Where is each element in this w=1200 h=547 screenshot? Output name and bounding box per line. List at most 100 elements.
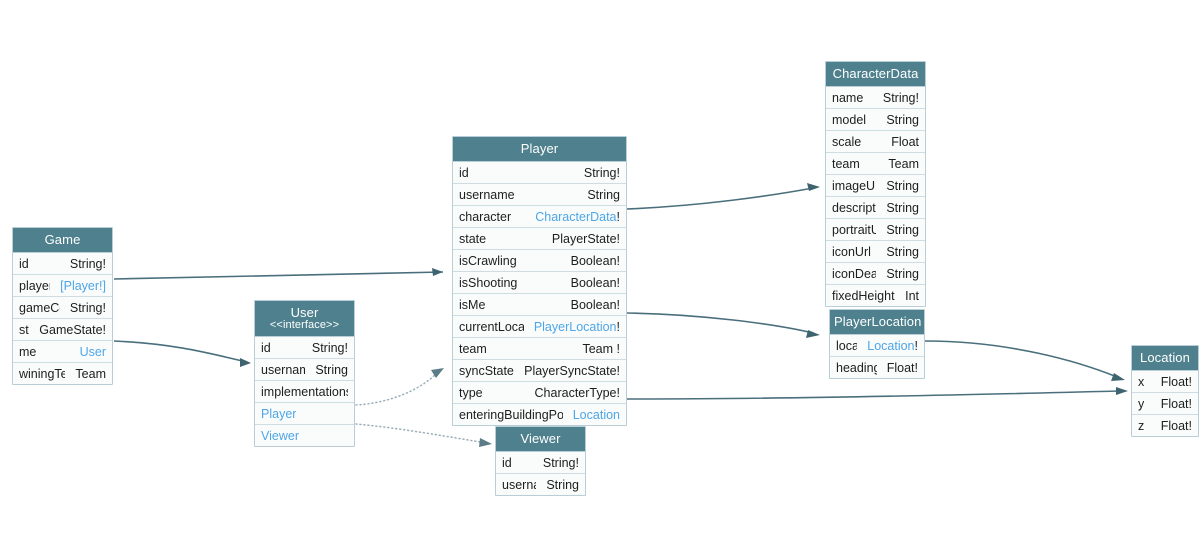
entity-user-title: User <<interface>> bbox=[255, 301, 354, 337]
field-row: iconUrl String bbox=[826, 241, 925, 263]
implementations-label-row: implementations bbox=[255, 381, 354, 403]
field-row: z Float! bbox=[1132, 415, 1198, 436]
field-type-bang: ! bbox=[616, 209, 620, 224]
entity-viewer[interactable]: Viewer id String! username String bbox=[495, 426, 586, 496]
field-row: winingTeam Team bbox=[13, 363, 112, 384]
field-name: isCrawling bbox=[459, 253, 517, 268]
field-row: players [Player!] bbox=[13, 275, 112, 297]
field-row: state GameState! bbox=[13, 319, 112, 341]
field-type: Team bbox=[75, 366, 106, 381]
field-row: team Team ! bbox=[453, 338, 626, 360]
field-name: username bbox=[261, 362, 305, 377]
edge-user-player-impl bbox=[355, 368, 444, 406]
field-type: String bbox=[886, 244, 919, 259]
field-name: players bbox=[19, 278, 50, 293]
field-row: id String! bbox=[13, 253, 112, 275]
field-row: y Float! bbox=[1132, 393, 1198, 415]
field-type: PlayerSyncState! bbox=[524, 363, 620, 378]
field-type: Float bbox=[891, 134, 919, 149]
field-row: enteringBuildingPosition Location bbox=[453, 404, 626, 425]
field-type: Boolean! bbox=[570, 297, 620, 312]
entity-game[interactable]: Game id String! players [Player!] gameCo… bbox=[12, 227, 113, 385]
field-name: scale bbox=[832, 134, 862, 149]
field-row: character CharacterData! bbox=[453, 206, 626, 228]
field-name: y bbox=[1138, 396, 1145, 411]
field-row: imageUrl String bbox=[826, 175, 925, 197]
field-name: team bbox=[832, 156, 860, 171]
field-type: String! bbox=[542, 455, 579, 470]
implementation-row[interactable]: Viewer bbox=[255, 425, 354, 446]
field-type-bang: ! bbox=[914, 338, 918, 353]
field-row: team Team bbox=[826, 153, 925, 175]
field-type: String bbox=[886, 200, 919, 215]
field-type-link[interactable]: User bbox=[79, 344, 106, 359]
entity-location-title: Location bbox=[1132, 346, 1198, 371]
entity-user[interactable]: User <<interface>> id String! username S… bbox=[254, 300, 355, 447]
field-name: winingTeam bbox=[19, 366, 65, 381]
field-name: enteringBuildingPosition bbox=[459, 407, 563, 422]
field-row: description String bbox=[826, 197, 925, 219]
field-row: id String! bbox=[255, 337, 354, 359]
field-name: character bbox=[459, 209, 512, 224]
field-type: Float! bbox=[886, 360, 918, 375]
field-row: syncState PlayerSyncState! bbox=[453, 360, 626, 382]
field-name: id bbox=[261, 340, 271, 355]
field-row: username String bbox=[496, 474, 585, 495]
field-row: currentLocation PlayerLocation! bbox=[453, 316, 626, 338]
field-type-link[interactable]: PlayerLocation! bbox=[534, 320, 620, 334]
field-row: model String bbox=[826, 109, 925, 131]
field-name: z bbox=[1138, 418, 1145, 433]
field-name: x bbox=[1138, 374, 1145, 389]
field-row: type CharacterType! bbox=[453, 382, 626, 404]
implementations-label: implementations bbox=[261, 384, 348, 399]
field-type: Team ! bbox=[582, 341, 620, 356]
field-row: portraitUrl String bbox=[826, 219, 925, 241]
field-type-link-text[interactable]: Location bbox=[867, 338, 915, 353]
entity-playerlocation[interactable]: PlayerLocation location Location! headin… bbox=[829, 309, 925, 379]
field-name: state bbox=[459, 231, 487, 246]
field-type-link[interactable]: [Player!] bbox=[60, 278, 106, 293]
field-type-link[interactable]: Location bbox=[572, 407, 620, 422]
field-row: location Location! bbox=[830, 335, 924, 357]
entity-characterdata[interactable]: CharacterData name String! model String … bbox=[825, 61, 926, 307]
implementation-row[interactable]: Player bbox=[255, 403, 354, 425]
field-name: heading bbox=[836, 360, 877, 375]
field-name: location bbox=[836, 338, 858, 353]
entity-viewer-title: Viewer bbox=[496, 427, 585, 452]
entity-user-name: User bbox=[290, 305, 319, 320]
field-row: x Float! bbox=[1132, 371, 1198, 393]
implementation-player-link[interactable]: Player bbox=[261, 406, 297, 421]
field-type-link-text[interactable]: CharacterData bbox=[535, 209, 617, 224]
field-row: id String! bbox=[496, 452, 585, 474]
field-type: String! bbox=[583, 165, 620, 180]
edge-game-me-to-user bbox=[113, 340, 251, 367]
field-type-link-text[interactable]: PlayerLocation bbox=[533, 319, 617, 334]
field-row: isCrawling Boolean! bbox=[453, 250, 626, 272]
entity-player[interactable]: Player id String! username String charac… bbox=[452, 136, 627, 426]
field-type: String! bbox=[69, 300, 106, 315]
field-name: isMe bbox=[459, 297, 486, 312]
field-row: iconDeadUrl String bbox=[826, 263, 925, 285]
field-name: imageUrl bbox=[832, 178, 876, 193]
field-type: PlayerState! bbox=[551, 231, 620, 246]
field-name: me bbox=[19, 344, 37, 359]
field-name: id bbox=[459, 165, 469, 180]
field-row: id String! bbox=[453, 162, 626, 184]
entity-playerlocation-title: PlayerLocation bbox=[830, 310, 924, 335]
field-type: Boolean! bbox=[570, 275, 620, 290]
field-name: syncState bbox=[459, 363, 514, 378]
edge-player-currentlocation-to-playerlocation bbox=[626, 312, 820, 338]
field-name: state bbox=[19, 322, 29, 337]
field-type-link[interactable]: CharacterData! bbox=[535, 210, 620, 224]
field-type-bang: ! bbox=[616, 319, 620, 334]
field-row: isMe Boolean! bbox=[453, 294, 626, 316]
field-row: username String bbox=[255, 359, 354, 381]
field-type: GameState! bbox=[39, 322, 106, 337]
field-type-link[interactable]: Location! bbox=[867, 339, 918, 353]
field-name: name bbox=[832, 90, 864, 105]
implementation-viewer-link[interactable]: Viewer bbox=[261, 428, 299, 443]
entity-location[interactable]: Location x Float! y Float! z Float! bbox=[1131, 345, 1199, 437]
field-row: scale Float bbox=[826, 131, 925, 153]
field-name: isShooting bbox=[459, 275, 518, 290]
edge-user-viewer-impl bbox=[355, 423, 492, 447]
